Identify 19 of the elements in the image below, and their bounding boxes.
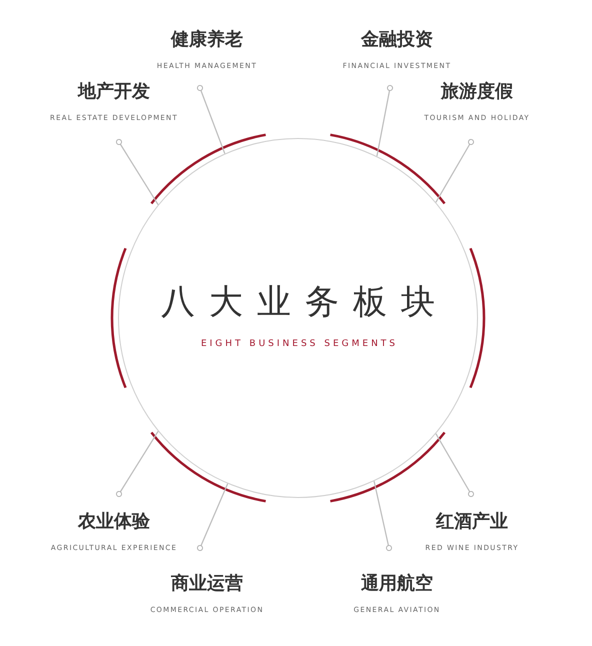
leader-line xyxy=(116,430,159,498)
leader-line xyxy=(196,483,228,552)
center-title: 八大业务板块 xyxy=(161,281,449,324)
leader-line xyxy=(435,433,474,498)
segment-title: 红酒产业 xyxy=(436,510,508,534)
segment-title: 商业运营 xyxy=(171,572,243,596)
segment-title: 地产开发 xyxy=(78,80,150,104)
leader-line xyxy=(116,138,159,206)
segment-title: 金融投资 xyxy=(361,28,433,52)
segment-title: 旅游度假 xyxy=(441,80,513,104)
center-subtitle: EIGHT BUSINESS SEGMENTS xyxy=(200,339,398,349)
center-circle xyxy=(118,138,478,498)
leader-line xyxy=(196,84,226,154)
segment-title: 健康养老 xyxy=(171,28,243,52)
leader-line xyxy=(435,138,474,203)
segment-title: 通用航空 xyxy=(361,572,433,596)
leader-line xyxy=(376,84,394,156)
leader-line xyxy=(373,481,392,552)
segment-title: 农业体验 xyxy=(78,510,150,534)
